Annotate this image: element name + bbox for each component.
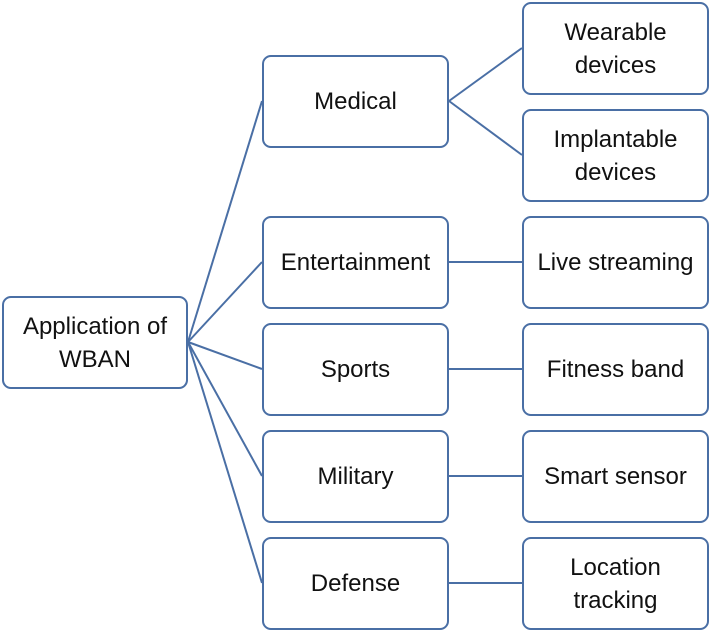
link-root-medical xyxy=(187,100,263,343)
leaf-label-fitness-band: Fitness band xyxy=(546,356,685,383)
link-medical-wearable xyxy=(448,47,523,102)
leaf-node-smart-sensor: Smart sensor xyxy=(522,430,709,523)
leaf-node-location-tracking: Location tracking xyxy=(522,537,709,630)
category-node-medical: Medical xyxy=(262,55,449,148)
category-label-military: Military xyxy=(317,463,394,490)
leaf-label-wearable-line2: devices xyxy=(574,51,657,79)
category-node-sports: Sports xyxy=(262,323,449,416)
leaf-label-location-line1: Location xyxy=(570,553,661,581)
leaf-label-implantable-line2: devices xyxy=(574,158,657,186)
root-label-line1: Application of xyxy=(22,312,168,340)
leaf-node-live-streaming: Live streaming xyxy=(522,216,709,309)
root-label-line2: WBAN xyxy=(59,345,131,373)
link-root-sports xyxy=(187,341,263,370)
category-label-medical: Medical xyxy=(314,88,397,115)
category-node-defense: Defense xyxy=(262,537,449,630)
leaf-label-location-line2: tracking xyxy=(573,586,658,614)
link-root-military xyxy=(187,341,263,477)
category-label-entertainment: Entertainment xyxy=(280,249,431,276)
leaf-label-live-streaming: Live streaming xyxy=(537,249,694,276)
category-node-entertainment: Entertainment xyxy=(262,216,449,309)
leaf-node-wearable-devices: Wearable devices xyxy=(522,2,709,95)
leaf-label-wearable-line1: Wearable xyxy=(564,18,667,46)
category-label-sports: Sports xyxy=(320,356,391,383)
link-medical-implantable xyxy=(448,100,523,156)
leaf-node-implantable-devices: Implantable devices xyxy=(522,109,709,202)
category-label-defense: Defense xyxy=(310,570,401,597)
category-node-military: Military xyxy=(262,430,449,523)
leaf-node-fitness-band: Fitness band xyxy=(522,323,709,416)
root-node-application-of-wban: Application of WBAN xyxy=(2,296,188,389)
link-root-entertainment xyxy=(187,261,263,343)
leaf-label-smart-sensor: Smart sensor xyxy=(544,463,687,490)
link-root-defense xyxy=(187,341,263,584)
leaf-label-implantable-line1: Implantable xyxy=(553,125,678,153)
